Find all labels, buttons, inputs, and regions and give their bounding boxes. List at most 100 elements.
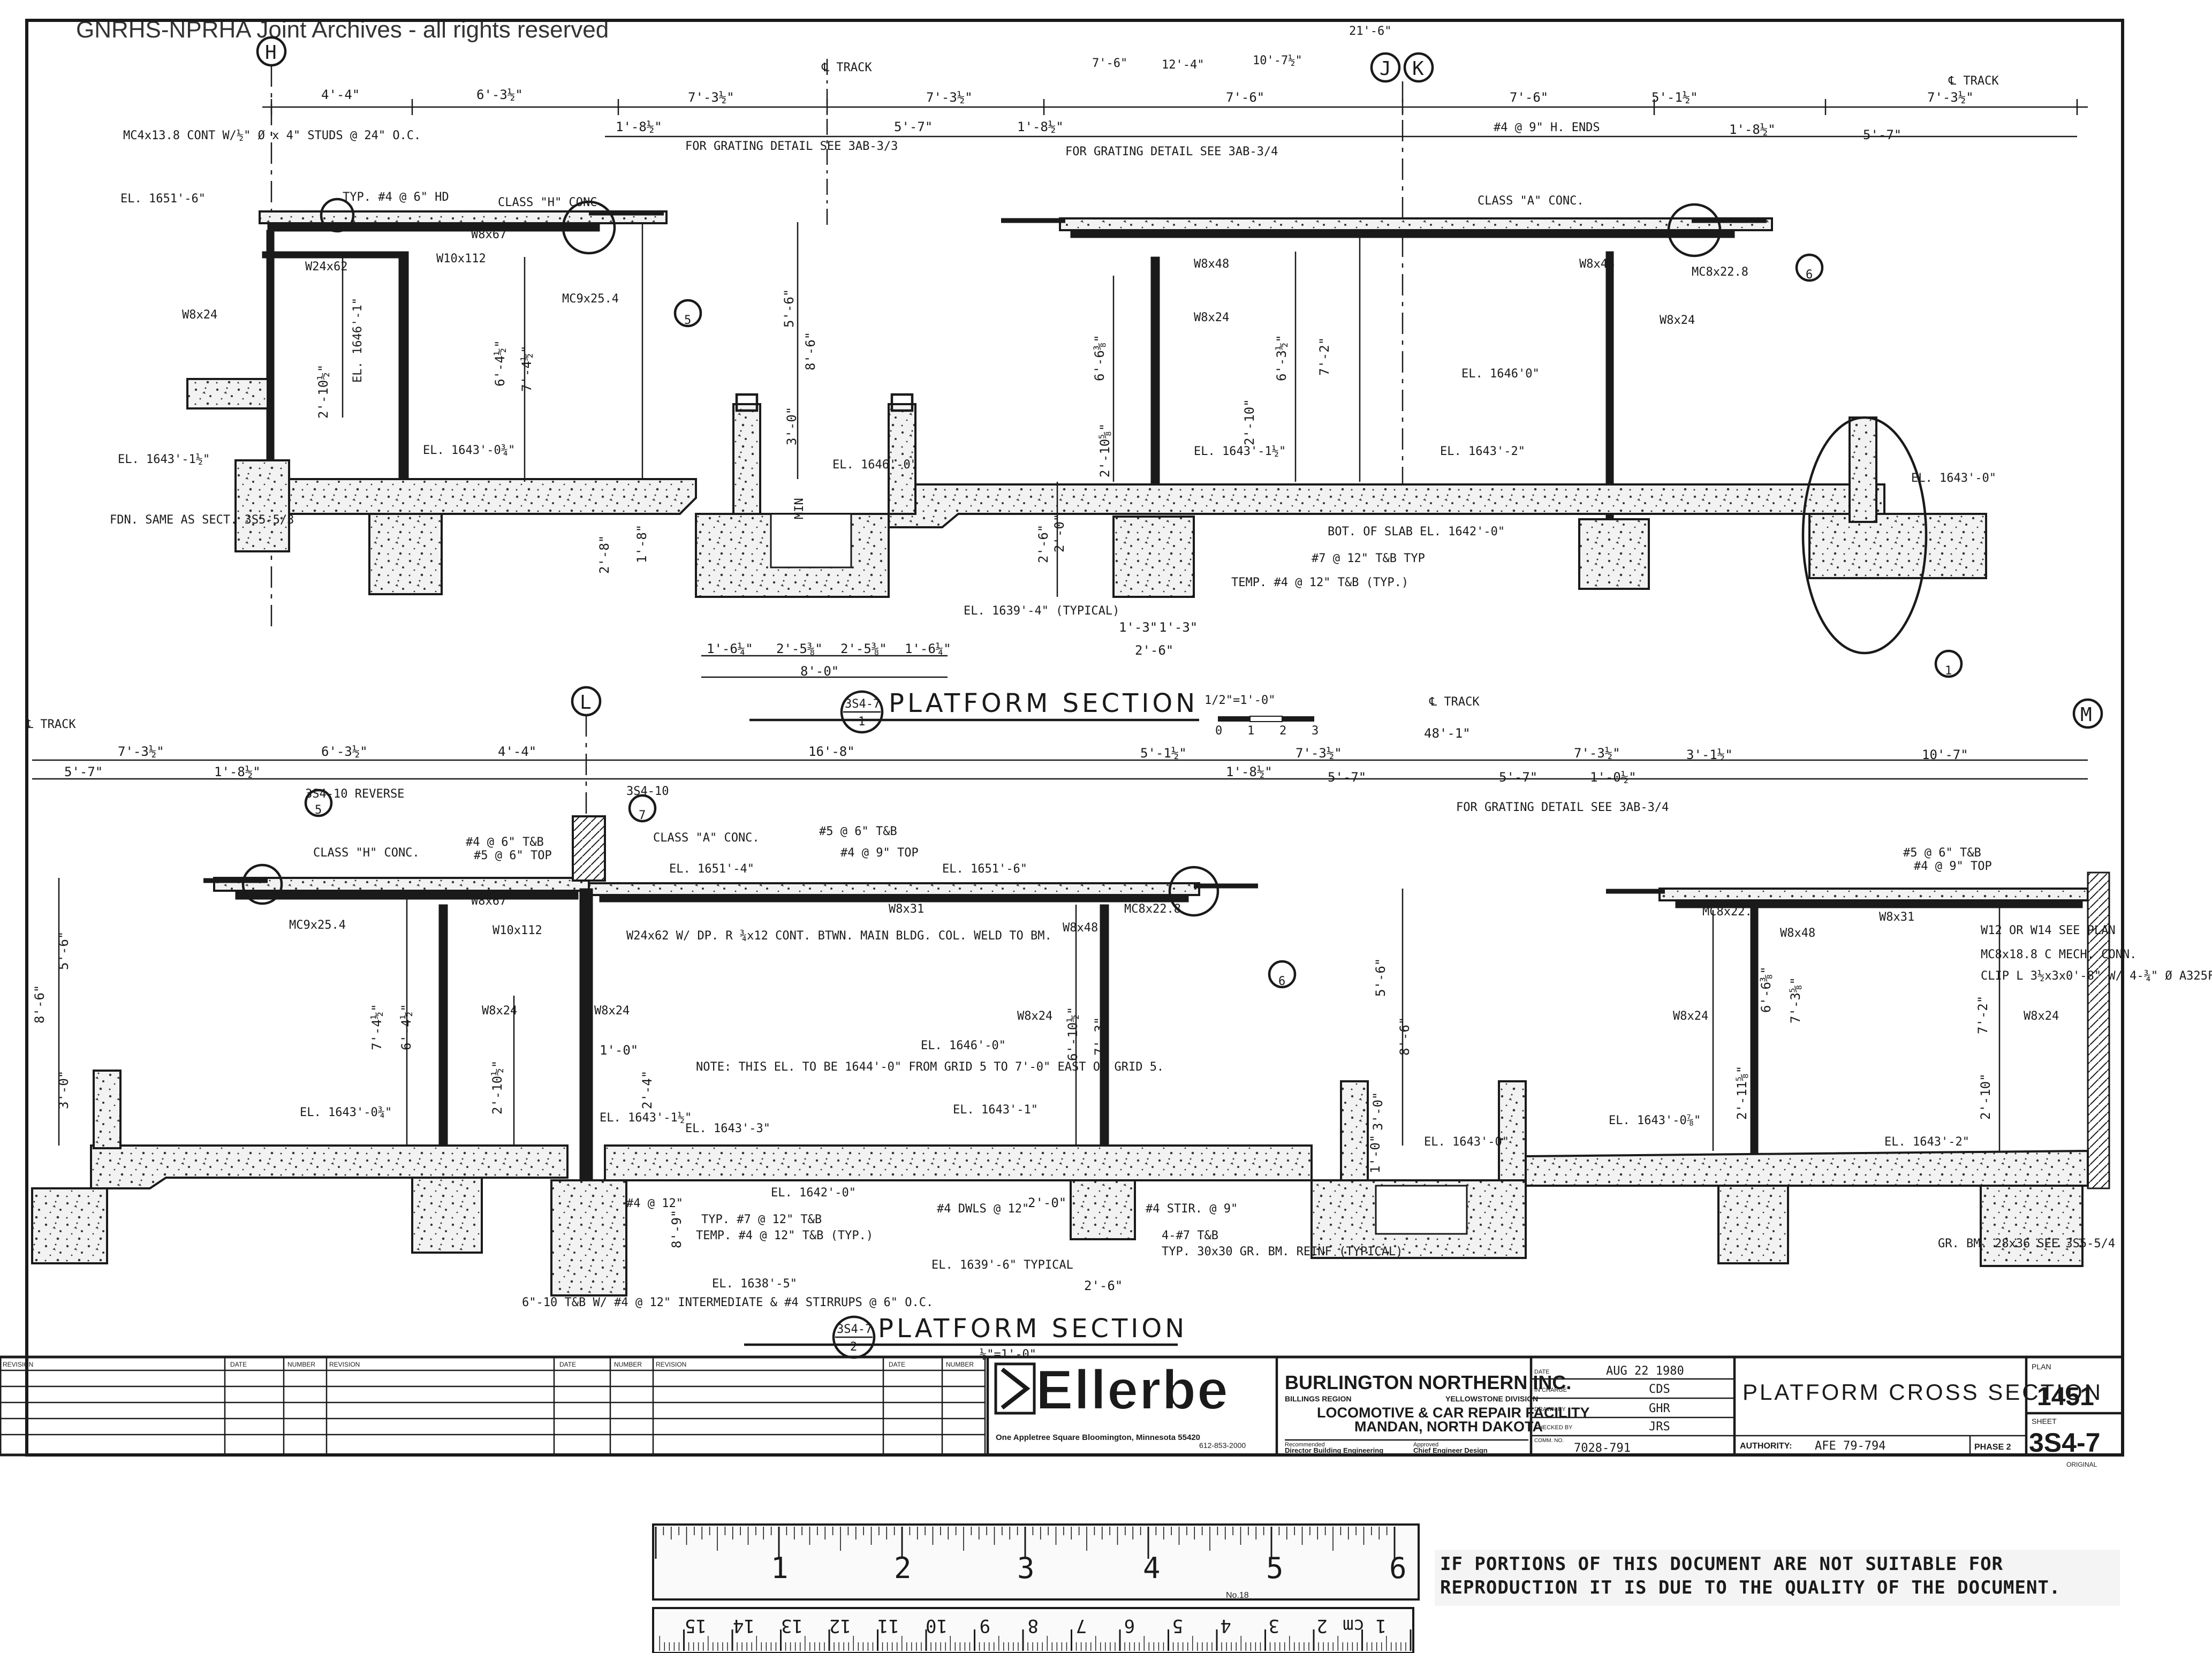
s2-vdim-18: 2'-10" — [1978, 1073, 1993, 1120]
s2-label-grbm-r: GR. BM. 28x36 SEE 3S5-5/4 — [1938, 1237, 2115, 1250]
footing-mid — [1112, 515, 1195, 598]
detail-tag-1-text: 1 — [1945, 664, 1952, 678]
label-el-1643-2: EL. 1643'-2" — [1440, 445, 1525, 458]
label-el-1646-0: EL. 1646'-0" — [832, 458, 918, 472]
bdim-3: 2'-5⅜" — [840, 641, 887, 656]
label-el-1639: EL. 1639'-4" (TYPICAL) — [964, 604, 1119, 618]
s2-top-dim-5: 5'-1½" — [1140, 746, 1187, 761]
grid-label-l: L — [580, 692, 592, 714]
s2-label-el-1646: EL. 1646'-0" — [921, 1039, 1006, 1052]
platform-section-2: L M ℄ TRACK ℄ TRACK 7'-3½" 6'-3½" 4'-4" … — [25, 686, 2212, 1361]
ruler-inch-5: 5 — [1266, 1551, 1284, 1585]
rev-header-9: NUMBER — [946, 1361, 974, 1368]
s2-label-dwls: #4 DWLS @ 12" — [937, 1202, 1029, 1216]
s2-top-dim-7: 7'-3½" — [1574, 746, 1620, 761]
label-class-a: CLASS "A" CONC. — [1478, 194, 1584, 208]
sub-dim-3: 1'-8½" — [1017, 119, 1064, 134]
label-el-1643-1half: EL. 1643'-1½" — [118, 453, 210, 466]
detail-circle-right — [1667, 203, 1722, 257]
s2-label-typ-7: TYP. #7 @ 12" T&B — [701, 1213, 822, 1226]
s2-lower-slab-mid — [604, 1144, 1313, 1181]
label-el-1643-0-3q: EL. 1643'-0¾" — [423, 444, 515, 457]
s2-lower-slab-right — [1525, 1149, 2089, 1187]
bdim-2: 2'-5⅜" — [776, 641, 823, 656]
top-dim-4: 7'-3½" — [926, 90, 973, 105]
s2-vdim-3: 3'-0" — [56, 1071, 71, 1109]
in-charge-value: CDS — [1649, 1383, 1670, 1396]
s2-label-el-1642: EL. 1642'-0" — [771, 1186, 856, 1200]
s2-vdim-14: 1'-0" — [1368, 1135, 1383, 1173]
s2-label-stir: #4 STIR. @ 9" — [1146, 1202, 1238, 1216]
s2-footing-far-right — [1980, 1185, 2084, 1267]
ruler-inch-3: 3 — [1017, 1551, 1035, 1585]
label-el-1646-0-r: EL. 1646'0" — [1461, 367, 1540, 381]
top-dimension-ticks — [270, 99, 2078, 115]
drawing-title: PLATFORM CROSS SECTION — [1743, 1379, 2103, 1405]
ruler-cm-13: 13 — [781, 1615, 803, 1636]
project-location: MANDAN, NORTH DAKOTA — [1354, 1419, 1543, 1435]
s2-beam-w8x31-right — [1675, 901, 2083, 908]
rail-pedestal-far-right — [1849, 416, 1877, 523]
track-label-3: ℄ TRACK — [25, 718, 76, 731]
s2-detail-circle-left — [241, 863, 283, 905]
top-mark-4: 21'-6" — [1349, 25, 1391, 38]
footing-right — [1578, 518, 1650, 590]
label-w8x24-mid: W8x24 — [1194, 311, 1229, 324]
rev-header-5: DATE — [559, 1361, 576, 1368]
sheet-label: SHEET — [2032, 1417, 2057, 1425]
s2-upper-slab-right — [1658, 888, 2089, 901]
detail-tag-5 — [673, 299, 702, 328]
s2-footing-far-left — [31, 1187, 108, 1264]
top-dim-1: 4'-4" — [321, 87, 360, 102]
s2-vertical-dimension-lines — [58, 878, 2001, 1151]
beam-w24x62 — [262, 251, 402, 259]
top-mark-2: 12'-4" — [1162, 58, 1204, 72]
s2-vdim-12: 8'-6" — [1397, 1017, 1412, 1056]
s2-sub-dim-2: 1'-8½" — [214, 764, 261, 779]
rail-pedestal-right — [888, 403, 916, 515]
s2-upper-slab-left — [213, 877, 590, 892]
bdim-5: 8'-0" — [800, 664, 839, 679]
lower-slab-left — [288, 478, 697, 515]
client-region: BILLINGS REGION — [1285, 1394, 1351, 1403]
comm-value: 7028-791 — [1574, 1442, 1631, 1455]
recommended-label: Recommended — [1285, 1442, 1325, 1448]
platform-section-1: H J K ℄ TRACK ℄ TRACK 7'-6" 12'-4" 10'-7… — [110, 25, 2088, 738]
s2-vdim-9: 6'-10½" — [1065, 1007, 1080, 1061]
s2-vdim-2: 5'-6" — [56, 931, 71, 970]
scale-bar — [1218, 716, 1314, 722]
top-mark-1: 7'-6" — [1092, 57, 1127, 70]
revision-table — [0, 1357, 986, 1455]
s2-top-dim-8: 3'-1½" — [1686, 747, 1733, 762]
s2-label-el-1651-4: EL. 1651'-4" — [669, 862, 754, 876]
vdim-1: 2'-10½" — [316, 365, 331, 419]
ruler-cm-15: 15 — [685, 1615, 707, 1636]
grid-bubble-k — [1403, 52, 1434, 83]
top-dim-3: 7'-3½" — [688, 90, 734, 105]
s2-vdim-16: 7'-3⅝" — [1788, 977, 1803, 1023]
label-typ-hd: TYP. #4 @ 6" HD — [343, 191, 449, 204]
s2-label-w8x24-d: W8x24 — [1673, 1010, 1708, 1023]
s2-detail-tag-6-text: 6 — [1278, 975, 1285, 988]
label-fdn: FDN. SAME AS SECT. 3S5-5/3 — [110, 513, 294, 527]
s2-label-4-6: #4 @ 6" T&B — [466, 836, 544, 849]
rev-header-3: NUMBER — [287, 1361, 315, 1368]
label-mc8: MC8x22.8 — [1692, 266, 1748, 279]
s2-top-dim-4: 16'-8" — [808, 744, 855, 759]
firm-name: Ellerbe — [1036, 1359, 1229, 1421]
label-w8x67: W8x67 — [471, 228, 506, 241]
ruler-cm-8: 8 — [1028, 1615, 1039, 1636]
approved-label: Approved — [1413, 1442, 1438, 1448]
ruler-cm-ticks — [659, 1629, 1412, 1651]
s2-detail-tag-5 — [304, 788, 333, 817]
ruler-cm-9: 9 — [980, 1615, 990, 1636]
ruler-cm-1: 1 cm — [1343, 1615, 1387, 1636]
vdim-8: 6'-3½" — [1274, 335, 1289, 381]
drawn-value: GHR — [1649, 1402, 1670, 1415]
pit-void — [770, 513, 852, 568]
vdim-5: 8'-6" — [803, 332, 818, 370]
section-1-scale: 1/2"=1'-0" — [1205, 694, 1275, 707]
s2-label-el-1643-3: EL. 1643'-3" — [685, 1122, 770, 1135]
title-block: REVISION DATE NUMBER REVISION DATE NUMBE… — [0, 1355, 2124, 1468]
